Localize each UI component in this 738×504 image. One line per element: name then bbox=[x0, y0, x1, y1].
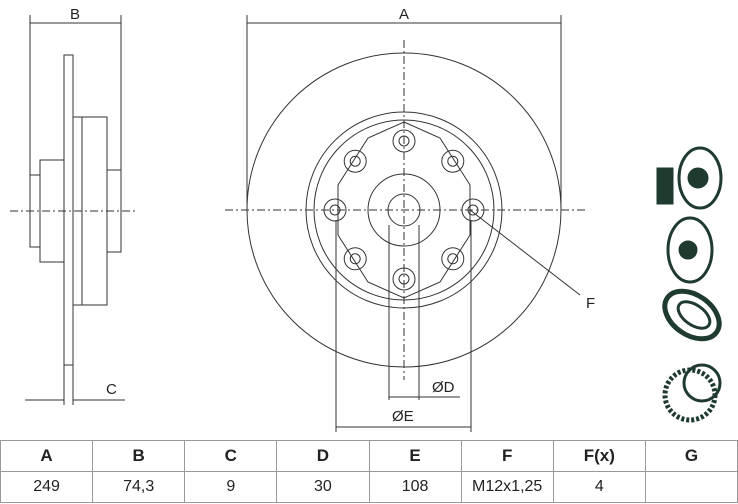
brake-disc-drawing bbox=[10, 15, 723, 432]
table-row: 249 74,3 9 30 108 M12x1,25 4 bbox=[0, 471, 738, 503]
value-cell: 9 bbox=[184, 471, 278, 503]
dimension-label-e: ØE bbox=[392, 408, 414, 425]
value-cell: 249 bbox=[0, 471, 94, 503]
header-cell: G bbox=[644, 440, 738, 472]
dimension-label-b: B bbox=[70, 6, 81, 23]
value-cell: 74,3 bbox=[92, 471, 186, 503]
header-cell: E bbox=[368, 440, 462, 472]
abs-ring-icon bbox=[662, 363, 722, 423]
table-header-row: A B C D E F F(x) G bbox=[0, 440, 738, 472]
front-view bbox=[225, 15, 585, 432]
dimension-label-d: ØD bbox=[432, 379, 455, 396]
brake-disc-icon bbox=[666, 216, 714, 284]
dimension-label-c: C bbox=[106, 381, 117, 398]
value-cell bbox=[644, 471, 738, 503]
bolt-hole bbox=[441, 247, 465, 271]
bolt-hole bbox=[447, 253, 459, 265]
header-cell: D bbox=[276, 440, 370, 472]
header-cell: C bbox=[184, 440, 278, 472]
bolt-hole bbox=[349, 155, 361, 167]
header-cell: F bbox=[460, 440, 554, 472]
value-cell: 4 bbox=[552, 471, 646, 503]
dimension-label-f: F bbox=[586, 295, 596, 312]
feature-icons bbox=[656, 146, 723, 423]
value-cell: M12x1,25 bbox=[460, 471, 554, 503]
bolt-hole bbox=[349, 253, 361, 265]
bolt-hole bbox=[447, 155, 459, 167]
bolt-hole bbox=[343, 149, 367, 173]
header-cell: B bbox=[92, 440, 186, 472]
bolt-hole bbox=[441, 149, 465, 173]
header-cell: F(x) bbox=[552, 440, 646, 472]
value-cell: 30 bbox=[276, 471, 370, 503]
value-cell: 108 bbox=[368, 471, 462, 503]
side-view bbox=[10, 15, 135, 405]
header-cell: A bbox=[0, 440, 94, 472]
bolt-hole bbox=[343, 247, 367, 271]
dimensions-table: A B C D E F F(x) G 249 74,3 9 30 108 M12… bbox=[0, 440, 738, 503]
dimension-label-a: A bbox=[399, 6, 410, 23]
ball-bearing-icon bbox=[662, 288, 722, 342]
cleaning-spray-disc-icon bbox=[656, 146, 723, 210]
